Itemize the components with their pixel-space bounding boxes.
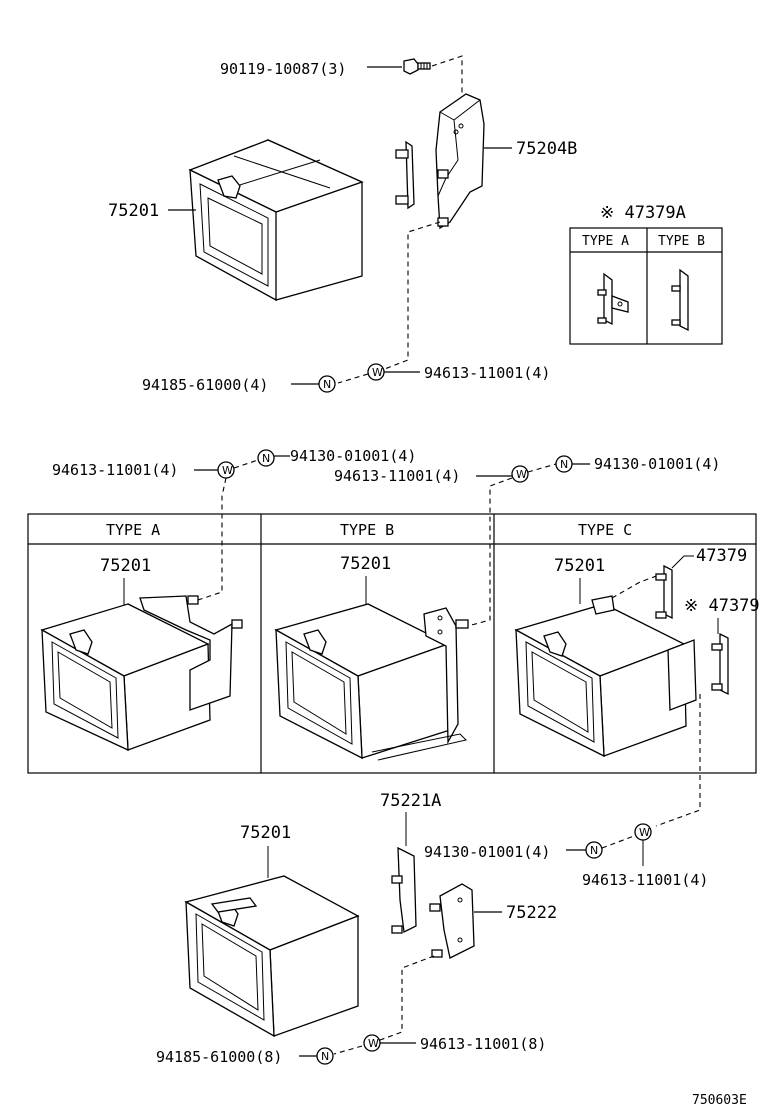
dashed-bottom-right: [601, 835, 635, 849]
washer-icon-top: W: [367, 363, 385, 381]
bracket-type-a-icon: [597, 272, 629, 326]
bracket-75204b: [395, 93, 485, 230]
label-washer-mid-right: 94613-11001(4): [334, 467, 460, 485]
label-nut-bottom: 94185-61000(8): [156, 1048, 282, 1066]
svg-text:N: N: [321, 1050, 329, 1063]
svg-text:N: N: [560, 458, 568, 471]
box-75201-type-b: [274, 603, 469, 761]
label-nut-mid-right: 94130-01001(4): [594, 455, 720, 473]
bracket-47379a: [711, 632, 729, 696]
label-bracket-75221a: 75221A: [380, 791, 441, 811]
leader-bracket-47379: [671, 555, 694, 569]
nut-icon-mid-right: N: [555, 455, 573, 473]
bracket-47379: [655, 564, 673, 620]
box-75201-type-a: [40, 595, 243, 752]
dashed-bottom: [379, 955, 435, 1041]
dashed-type-c-2: [655, 694, 701, 827]
nut-icon-bottom: N: [316, 1047, 334, 1065]
box-75201-type-c: [514, 595, 697, 758]
svg-text:N: N: [323, 378, 331, 391]
label-washer-top: 94613-11001(4): [424, 364, 550, 382]
label-box-top: 75201: [108, 201, 159, 221]
svg-text:N: N: [590, 844, 598, 857]
label-bolt-top: 90119-10087(3): [220, 60, 346, 78]
label-box-type-c: 75201: [554, 556, 605, 576]
svg-text:W: W: [372, 366, 383, 379]
label-nut-top: 94185-61000(4): [142, 376, 268, 394]
label-bracket-47379a: ※ 47379A: [684, 596, 760, 616]
label-option-part: ※ 47379A: [600, 203, 686, 223]
dashed-guide-bolt: [431, 55, 463, 108]
label-washer-mid-left: 94613-11001(4): [52, 461, 178, 479]
dashed-type-c-1: [611, 573, 663, 599]
bolt-icon: [403, 58, 431, 75]
dashed-mid-left-1: [233, 459, 259, 469]
dashed-guide-top: [381, 221, 441, 371]
label-box-type-a: 75201: [100, 556, 151, 576]
type-c-header: TYPE C: [578, 521, 632, 539]
dashed-mid-left-2: [197, 477, 227, 601]
diagram-code: 750603E: [692, 1093, 747, 1108]
svg-text:W: W: [368, 1037, 379, 1050]
washer-icon-mid-left: W: [217, 461, 235, 479]
nut-icon-top: N: [318, 375, 336, 393]
box-75201-bottom: [184, 875, 360, 1038]
dashed-mid-right-2: [467, 477, 513, 627]
svg-text:W: W: [639, 826, 650, 839]
nut-icon-bottom-right: N: [585, 841, 603, 859]
type-a-header: TYPE A: [106, 521, 160, 539]
label-bracket-75222: 75222: [506, 903, 557, 923]
label-box-bottom: 75201: [240, 823, 291, 843]
washer-icon-bottom-right: W: [634, 823, 652, 841]
option-table-type-a: TYPE A: [582, 234, 629, 249]
svg-text:W: W: [516, 468, 527, 481]
bracket-type-b-icon: [671, 268, 689, 332]
label-nut-mid-left: 94130-01001(4): [290, 447, 416, 465]
nut-icon-mid-left: N: [257, 449, 275, 467]
label-bracket-75204b: 75204B: [516, 139, 577, 159]
label-washer-bottom: 94613-11001(8): [420, 1035, 546, 1053]
dashed-mid-right-1: [527, 463, 557, 473]
type-table: [27, 513, 757, 774]
label-washer-bottom-right: 94613-11001(4): [582, 871, 708, 889]
type-b-header: TYPE B: [340, 521, 394, 539]
box-75201-top: [188, 138, 364, 302]
washer-icon-bottom: W: [363, 1034, 381, 1052]
option-table: TYPE A TYPE B: [569, 227, 723, 345]
label-box-type-b: 75201: [340, 554, 391, 574]
dashed-guide-top-2: [337, 373, 369, 384]
dashed-bottom-2: [333, 1045, 363, 1055]
svg-text:W: W: [222, 464, 233, 477]
bracket-75222: [429, 883, 475, 959]
label-nut-bottom-right: 94130-01001(4): [424, 843, 550, 861]
option-table-type-b: TYPE B: [658, 234, 705, 249]
svg-text:N: N: [262, 452, 270, 465]
bracket-75221a: [391, 846, 417, 934]
washer-icon-mid-right: W: [511, 465, 529, 483]
label-bracket-47379: 47379: [696, 546, 747, 566]
